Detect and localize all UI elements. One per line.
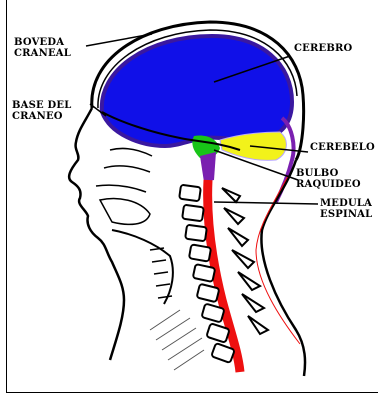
face-profile [69,108,124,360]
frame-bottom-border [6,392,378,393]
label-medula-line2: ESPINAL [320,209,372,220]
label-boveda-line1: BOVEDA [14,37,71,48]
label-medula-line1: MEDULA [320,198,372,209]
frame-left-border [6,0,7,392]
label-base-line1: BASE DEL [12,100,71,111]
brainstem-transition [200,152,216,182]
neck-back-outline [261,160,305,376]
label-cerebelo: CEREBELO [310,142,375,153]
thorax-hatching [150,310,204,370]
label-bulbo-line1: BULBO [296,168,361,179]
label-bulbo-line2: RAQUIDEO [296,179,361,190]
nasal-cavity [96,148,152,192]
label-cerebro: CEREBRO [294,43,352,54]
label-boveda-line2: CRANEAL [14,48,71,59]
label-bulbo-raquideo: BULBO RAQUIDEO [296,168,361,190]
label-boveda-craneal: BOVEDA CRANEAL [14,37,71,59]
label-base-line2: CRANEO [12,111,71,122]
jaw-throat [112,230,173,304]
label-base-del-craneo: BASE DEL CRANEO [12,100,71,122]
label-medula-espinal: MEDULA ESPINAL [320,198,372,220]
tongue [100,199,150,225]
